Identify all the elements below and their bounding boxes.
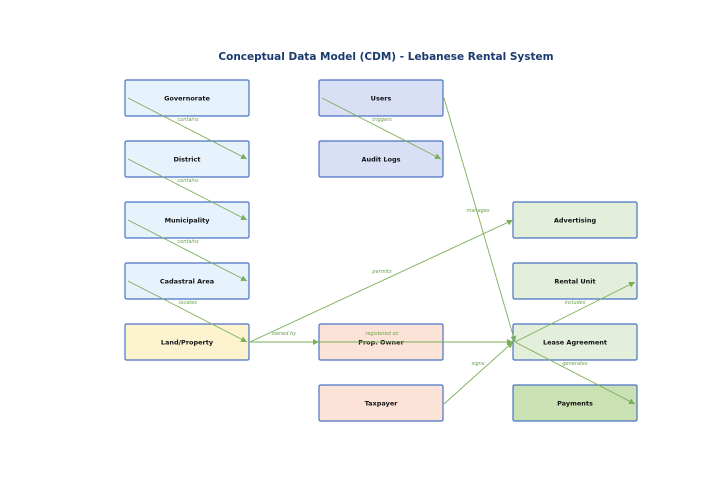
entity-label: Municipality [165, 216, 211, 224]
relationship-manages: manages [443, 97, 517, 343]
relationship-label: permits [371, 269, 392, 275]
entity-rental-unit: Rental Unit [512, 262, 638, 300]
relationship-label: contains [177, 239, 199, 245]
entity-label: Users [371, 94, 392, 102]
relationship-generates: generates [514, 341, 636, 405]
relationship-includes: includes [514, 281, 636, 343]
entity-label: Lease Agreement [543, 338, 607, 346]
relationship-line [127, 158, 248, 221]
entity-label: Payments [557, 399, 593, 407]
relationship-label: triggers [372, 117, 392, 123]
entities: GovernorateDistrictMunicipalityCadastral… [124, 79, 638, 422]
relationship-line [443, 97, 517, 343]
relationship-registered-on: registered on [250, 331, 513, 345]
relationship-label: contains [177, 117, 199, 123]
relationship-line [127, 97, 248, 160]
entity-box [512, 384, 638, 422]
entity-cadastral-area: Cadastral Area [124, 262, 250, 300]
relationship-label: contains [177, 178, 199, 184]
relationship-owned-by: owned by [250, 331, 319, 345]
relationship-label: includes [565, 300, 586, 306]
entity-box [318, 140, 444, 178]
relationship-label: registered on [365, 331, 398, 337]
entity-lease-agreement: Lease Agreement [512, 323, 638, 361]
relationship-signs: signs [443, 341, 514, 405]
entity-box [318, 79, 444, 117]
relationship-label: generates [562, 361, 588, 367]
entity-box [124, 323, 250, 361]
diagram-title: Conceptual Data Model (CDM) - Lebanese R… [218, 51, 554, 63]
entity-label: Land/Property [161, 338, 214, 346]
relationship-line [514, 341, 636, 405]
relationship-label: manages [466, 208, 489, 214]
relationship-line [127, 219, 248, 282]
relationship-label: owned by [272, 331, 297, 337]
entity-users: Users [318, 79, 444, 117]
entity-municipality: Municipality [124, 201, 250, 239]
entity-label: Governorate [164, 94, 210, 102]
relationship-line [443, 341, 514, 405]
relationship-contains: contains [127, 158, 248, 221]
relationship-line [514, 281, 636, 343]
relationship-label: signs [472, 361, 485, 367]
entity-payments: Payments [512, 384, 638, 422]
entity-label: Cadastral Area [160, 277, 214, 285]
relationship-triggers: triggers [321, 97, 442, 160]
relationship-label: locates [179, 300, 197, 306]
relationships: contains contains contains locates triggers m… [127, 97, 636, 405]
relationship-contains: contains [127, 97, 248, 160]
relationship-locates: locates [127, 280, 248, 343]
entity-label: Taxpayer [365, 399, 399, 407]
entity-label: Audit Logs [361, 155, 400, 163]
entity-governorate: Governorate [124, 79, 250, 117]
entity-label: Advertising [554, 216, 597, 224]
entity-box [124, 262, 250, 300]
entity-taxpayer: Taxpayer [318, 384, 444, 422]
entity-label: District [174, 155, 201, 163]
relationship-line [127, 280, 248, 343]
entity-label: Rental Unit [554, 277, 595, 285]
entity-audit-logs: Audit Logs [318, 140, 444, 178]
relationship-contains: contains [127, 219, 248, 282]
relationship-line [321, 97, 442, 160]
entity-land-property: Land/Property [124, 323, 250, 361]
entity-box [512, 262, 638, 300]
entity-box [124, 79, 250, 117]
entity-district: District [124, 140, 250, 178]
relationship-permits: permits [249, 219, 514, 343]
entity-box [318, 384, 444, 422]
relationship-line [249, 219, 514, 343]
entity-box [124, 201, 250, 239]
entity-box [124, 140, 250, 178]
entity-advertising: Advertising [512, 201, 638, 239]
